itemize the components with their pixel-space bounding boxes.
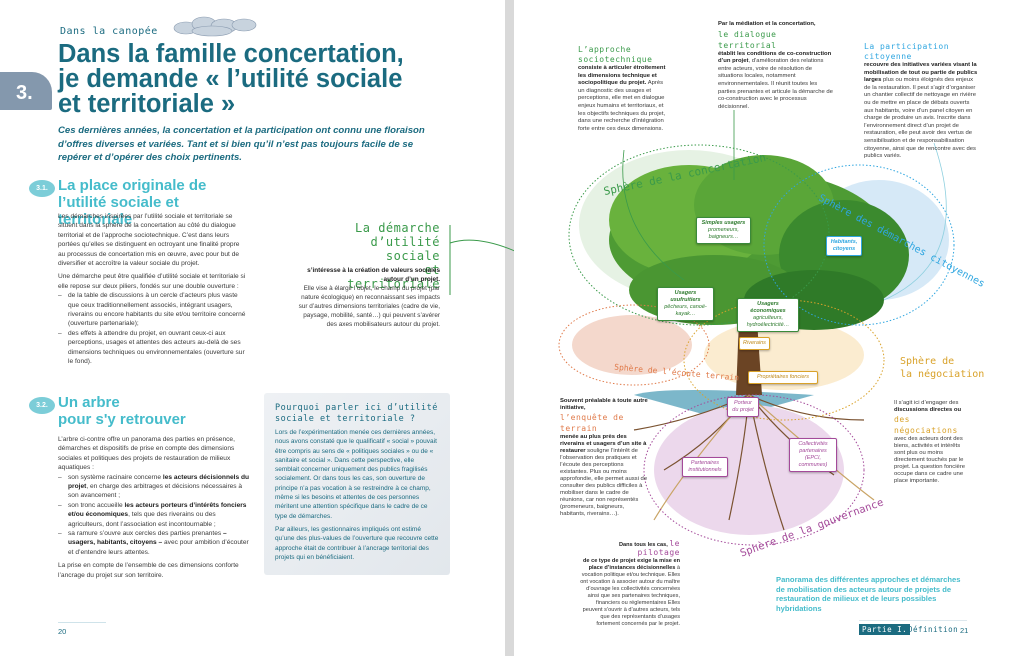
paragraph: Une démarche peut être qualifiée d’utili… xyxy=(58,273,246,290)
gouvernance-wash xyxy=(654,405,844,535)
kicker: Dans la canopée xyxy=(60,26,158,37)
bullet: sa ramure s’ouvre aux cercles des partie… xyxy=(58,529,253,557)
bullet: de la table de discussions à un cercle d… xyxy=(58,291,246,329)
title-line: et territoriale » xyxy=(58,90,236,118)
pilotage-block: Dans tous les cas, le pilotage de ce typ… xyxy=(580,539,680,628)
divider xyxy=(859,620,967,621)
title-line: je demande « l’utilité sociale xyxy=(58,65,403,93)
ecoute-wash xyxy=(572,315,692,375)
paragraph: Par ailleurs, les gestionnaires impliqué… xyxy=(275,525,439,561)
dialogue-block: Par la médiation et la concertation, le … xyxy=(718,21,833,110)
section-heading: La place originale de l’utilité sociale … xyxy=(58,177,207,228)
divider xyxy=(58,622,106,623)
label-partenaires: Partenaires institutionnels xyxy=(682,457,728,477)
section-badge: 3.2. xyxy=(29,397,55,414)
label-habitants: Habitants, citoyens xyxy=(826,236,862,256)
clouds-illustration xyxy=(173,16,257,37)
info-box: Pourquoi parler ici d’utilité sociale et… xyxy=(264,393,450,575)
page-number: 21 xyxy=(960,626,969,635)
label-porteur: Porteur du projet xyxy=(727,397,759,417)
right-page: Sphère de la concertation Sphère des dém… xyxy=(514,0,1024,656)
intro: Ces dernières années, la concertation et… xyxy=(58,125,425,163)
label-collectivites: Collectivités partenaires (EPCI, commune… xyxy=(789,438,837,472)
label-proprietaires: Propriétaires fonciers xyxy=(748,371,818,384)
page-title: Dans la famille concertation, je demande… xyxy=(58,40,404,118)
bullet: son tronc accueille les acteurs porteurs… xyxy=(58,501,253,529)
negociation-block: Il s’agit ici d’engager des discussions … xyxy=(894,400,966,484)
label-riverains: Riverains xyxy=(739,337,770,350)
section-body: L’arbre ci-contre offre un panorama des … xyxy=(58,435,253,584)
title-line: Dans la famille concertation, xyxy=(58,40,404,68)
participation-block: La participation citoyenne recouvre des … xyxy=(864,42,978,160)
left-page: Dans la canopée 3. Dans la famille conce… xyxy=(0,0,505,656)
section-badge: 3.1. xyxy=(29,180,55,197)
info-box-title: Pourquoi parler ici d’utilité sociale et… xyxy=(275,403,438,424)
enquete-block: Souvent préalable à toute autre initiati… xyxy=(560,398,648,517)
section-body: Les démarches inspirées par l’utilité so… xyxy=(58,212,246,367)
demarche-text: s’intéresse à la création de valeurs soc… xyxy=(298,267,440,328)
chapter-number: 3. xyxy=(0,72,52,110)
footer-part: Partie I. xyxy=(859,624,911,635)
bullet: son système racinaire concerne les acteu… xyxy=(58,473,253,501)
paragraph: Lors de l’expérimentation menée ces dern… xyxy=(275,429,437,520)
bullet: des effets à attendre du projet, en ouvr… xyxy=(58,329,246,367)
paragraph: La prise en compte de l’ensemble de ces … xyxy=(58,562,239,579)
page-number: 20 xyxy=(58,627,67,636)
paragraph: Les démarches inspirées par l’utilité so… xyxy=(58,213,240,268)
footer-section: Définition xyxy=(908,625,959,634)
paragraph: L’arbre ci-contre offre un panorama des … xyxy=(58,436,235,472)
figure-caption: Panorama des différentes approches et dé… xyxy=(776,575,961,613)
